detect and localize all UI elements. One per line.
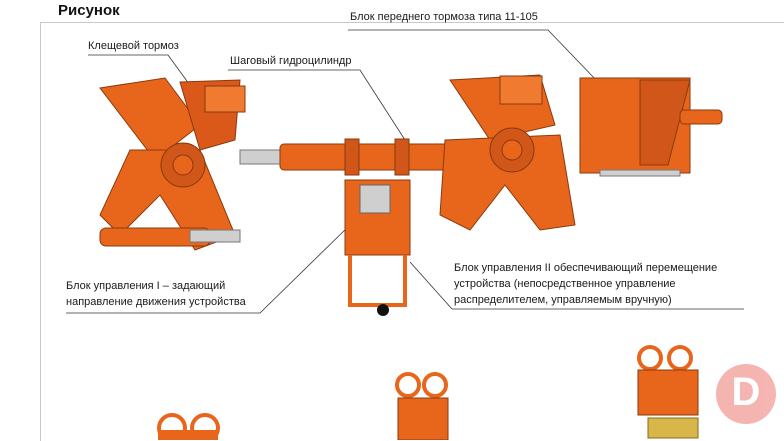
leader-step-cylinder	[228, 69, 406, 141]
bottom-components	[157, 345, 699, 440]
label-front-brake: Блок переднего тормоза типа 11-105	[350, 11, 538, 23]
label-clamp-brake: Клещевой тормоз	[88, 40, 179, 52]
leader-control-block-1	[66, 224, 351, 314]
control-blocks	[344, 179, 411, 316]
label-step-cylinder: Шаговый гидроцилиндр	[230, 55, 352, 67]
leader-clamp-brake	[88, 54, 193, 89]
leader-lines	[66, 29, 744, 314]
watermark-badge: D	[716, 364, 776, 424]
label-control-block-2-line1: Блок управления II обеспечивающий переме…	[454, 262, 718, 274]
figure-frame	[40, 22, 784, 441]
leader-front-brake	[348, 29, 599, 83]
step-cylinder	[239, 138, 451, 176]
bottom-right-clamps	[637, 345, 699, 439]
right-clamp-brake	[439, 74, 576, 231]
bottom-left-clamps	[157, 413, 220, 440]
label-control-block-2-line2: устройства (непосредственное управление	[454, 278, 676, 290]
bottom-mid-clamps	[395, 372, 449, 440]
label-control-block-1-line1: Блок управления I – задающий	[66, 280, 226, 292]
label-control-block-2-line3: распределителем, управляемым вручную)	[454, 294, 672, 306]
left-clamp-brake	[99, 77, 246, 251]
front-brake-block	[579, 77, 723, 177]
label-control-block-1-line2: направление движения устройства	[66, 296, 246, 308]
leader-control-block-2-tip	[409, 261, 453, 310]
watermark-letter: D	[731, 370, 761, 414]
figure-heading: Рисунок	[58, 2, 120, 19]
